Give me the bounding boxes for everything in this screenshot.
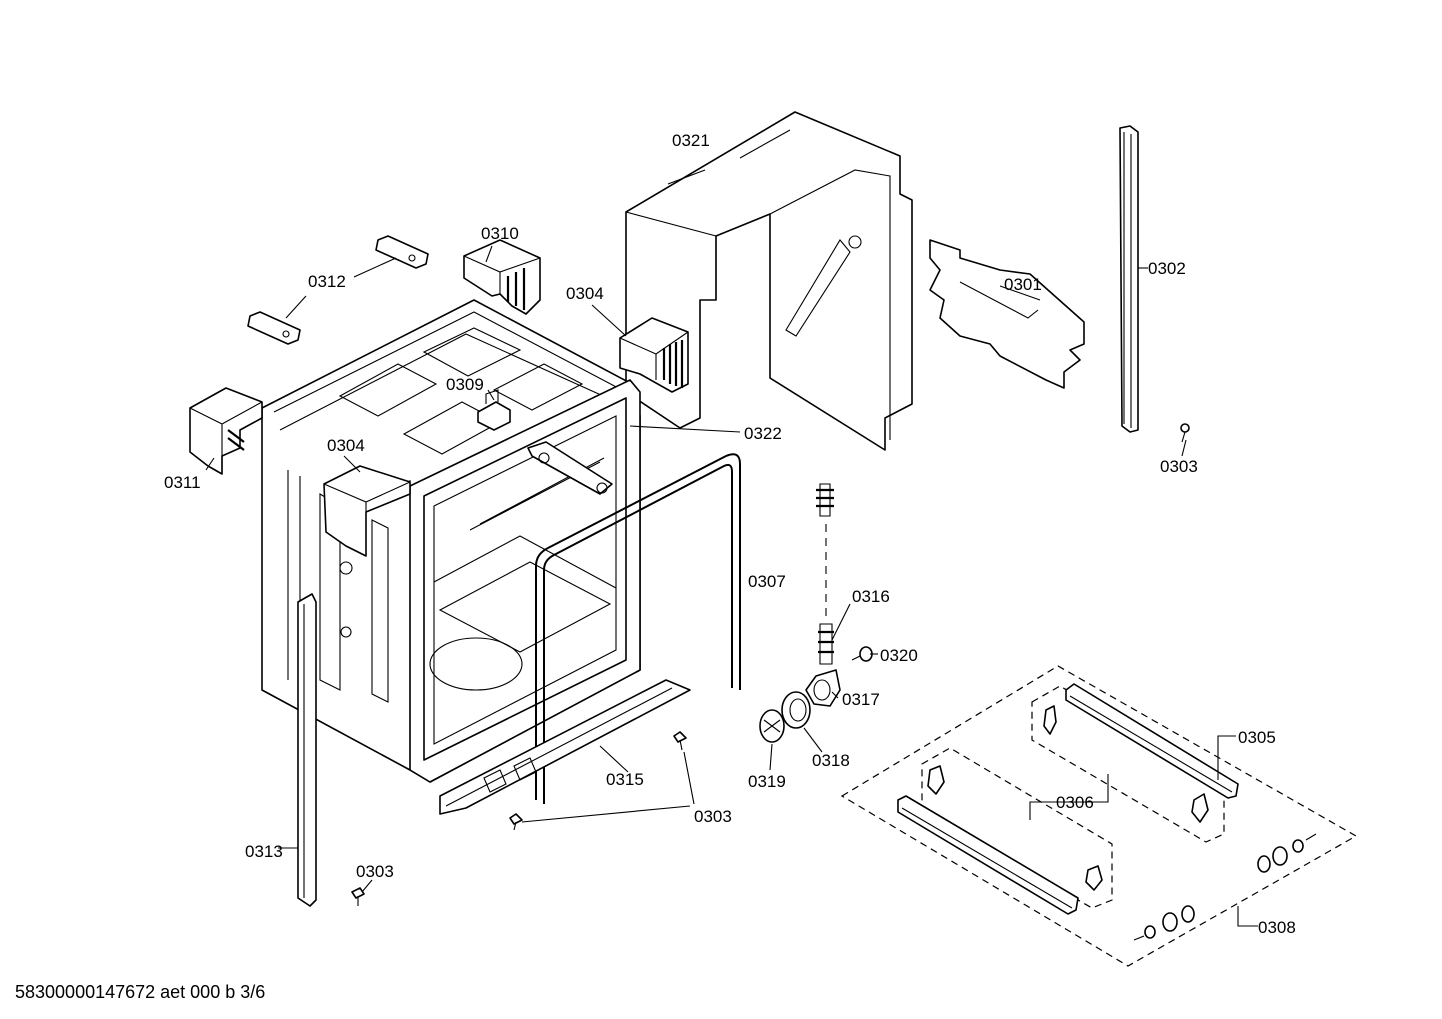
callout-0301: 0301 (1004, 275, 1042, 294)
part-vertical-rail-right (1119, 125, 1139, 433)
part-bottom-plate (439, 679, 691, 815)
callout-0304-upper: 0304 (566, 284, 604, 303)
callout-0318: 0318 (812, 751, 850, 770)
part-insulation-panel (929, 239, 1085, 389)
part-bracket-lower (323, 465, 411, 557)
callout-0303-left: 0303 (356, 862, 394, 881)
callout-0304-lower: 0304 (327, 436, 365, 455)
part-screw-bottom-left (351, 887, 365, 906)
callout-0305: 0305 (1238, 728, 1276, 747)
part-vertical-rail-left (297, 593, 317, 907)
callout-0303-right: 0303 (1160, 457, 1198, 476)
callout-0312: 0312 (308, 272, 346, 291)
part-door-seal (535, 453, 741, 804)
callout-0322: 0322 (744, 424, 782, 443)
callout-0308: 0308 (1258, 918, 1296, 937)
callout-0303-center: 0303 (694, 807, 732, 826)
part-screw-center-b (509, 813, 523, 831)
callout-0316: 0316 (852, 587, 890, 606)
callout-0307: 0307 (748, 572, 786, 591)
callout-0313: 0313 (245, 842, 283, 861)
part-connector-0317 (805, 669, 841, 707)
part-dishwasher-tub (261, 299, 641, 783)
callout-0320: 0320 (880, 646, 918, 665)
part-connector-0310 (463, 239, 541, 315)
callout-0309: 0309 (446, 375, 484, 394)
part-screw-0320 (851, 646, 873, 662)
part-clip-0309 (477, 389, 511, 431)
callout-0319: 0319 (748, 772, 786, 791)
part-bracket-upper (619, 317, 689, 393)
part-hose-0316 (816, 483, 834, 665)
part-insulation-cover (625, 111, 913, 451)
part-bracket-0311 (189, 387, 263, 475)
part-plate-lower (247, 311, 301, 345)
callout-0317: 0317 (842, 690, 880, 709)
callout-0302: 0302 (1148, 259, 1186, 278)
callout-0321: 0321 (672, 131, 710, 150)
part-screw-right (1180, 423, 1190, 443)
drawing-reference-footer: 58300000147672 aet 000 b 3/6 (15, 982, 266, 1002)
part-plate-upper (375, 235, 429, 269)
leader-lines (205, 245, 1258, 927)
callout-0311: 0311 (164, 473, 201, 492)
callout-0310: 0310 (481, 224, 519, 243)
callout-0315: 0315 (606, 770, 644, 789)
part-screw-center-a (673, 731, 687, 751)
callout-0306: 0306 (1056, 793, 1094, 812)
part-cap-0319 (759, 709, 785, 743)
part-ring-0318 (781, 691, 811, 729)
part-rail-assembly (840, 665, 1358, 967)
